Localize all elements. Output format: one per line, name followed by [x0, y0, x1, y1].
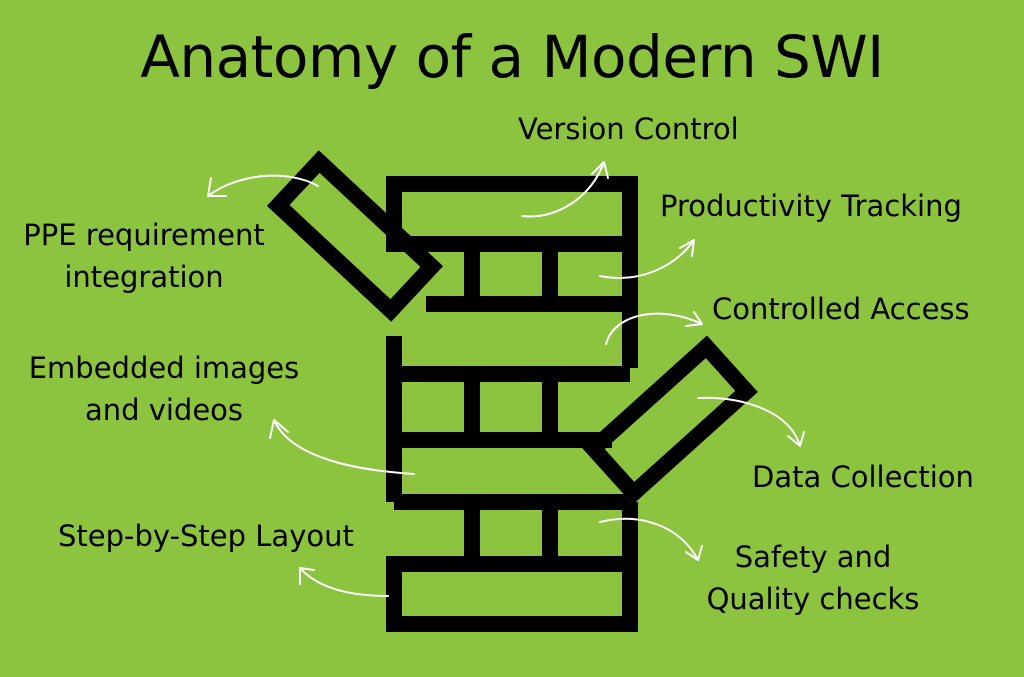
- page-title: Anatomy of a Modern SWI: [140, 23, 884, 91]
- arrows: [207, 161, 805, 597]
- label-embedded-line1: Embedded images: [28, 351, 300, 385]
- tower-structure: [266, 150, 758, 632]
- label-ppe-requirement: PPE requirement integration: [14, 214, 274, 298]
- label-controlled-access: Controlled Access: [712, 292, 970, 326]
- label-productivity-tracking: Productivity Tracking: [660, 189, 962, 223]
- label-safety-quality: Safety and Quality checks: [698, 536, 928, 620]
- label-safety-line2: Quality checks: [706, 582, 920, 616]
- label-step-by-step: Step-by-Step Layout: [58, 519, 354, 553]
- label-version-control: Version Control: [518, 112, 739, 146]
- label-ppe-line2: integration: [64, 260, 224, 294]
- label-ppe-line1: PPE requirement: [23, 218, 265, 252]
- label-embedded-line2: and videos: [84, 393, 244, 427]
- label-embedded-media: Embedded images and videos: [22, 347, 306, 431]
- label-safety-line1: Safety and: [734, 540, 892, 574]
- label-data-collection: Data Collection: [752, 460, 974, 494]
